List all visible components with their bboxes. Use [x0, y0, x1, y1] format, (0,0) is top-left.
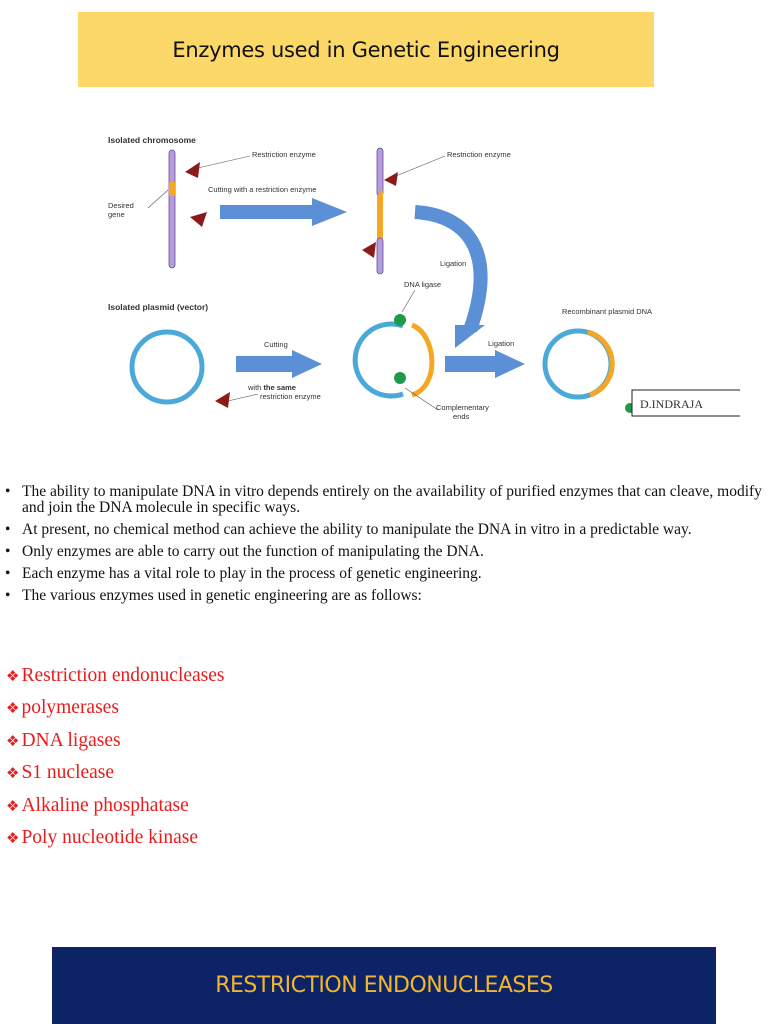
recombinant-insert — [587, 329, 615, 398]
cutting-arrow-2 — [236, 350, 322, 378]
diamond-bullet-icon: ❖ — [6, 828, 20, 847]
dna-ligase-icon — [394, 314, 406, 326]
enzyme-list: ❖Restriction endonucleases ❖polymerases … — [6, 660, 225, 854]
restriction-enzyme-icon — [185, 162, 200, 178]
list-item: •Each enzyme has a vital role to play in… — [5, 565, 482, 582]
title-banner: Enzymes used in Genetic Engineering — [78, 12, 654, 87]
excised-gene — [377, 190, 383, 244]
ligation-label-bottom: Ligation — [488, 339, 514, 348]
desired-gene-label-2: gene — [108, 210, 125, 219]
bullet-list: •The ability to manipulate DNA in vitro … — [0, 484, 768, 610]
desired-gene-pointer — [147, 189, 169, 209]
page-title: Enzymes used in Genetic Engineering — [172, 37, 560, 62]
cut-plasmid — [352, 321, 404, 399]
enzyme-item: ❖Restriction endonucleases — [6, 665, 225, 686]
with-the-same-label: with the same — [247, 383, 296, 392]
restriction-enzyme-icon — [362, 242, 376, 258]
ligation-label-top: Ligation — [440, 259, 466, 268]
restriction-enzyme-icon — [215, 392, 230, 408]
list-item: •At present, no chemical method can achi… — [5, 521, 692, 538]
complementary-ends-label: Complementary — [436, 403, 489, 412]
diamond-bullet-icon: ❖ — [6, 796, 20, 815]
dna-ligase-icon — [394, 372, 406, 384]
enzyme-pointer — [197, 155, 251, 169]
section-heading-banner: RESTRICTION ENDONUCLEASES — [52, 947, 716, 1024]
complementary-pointer — [404, 387, 439, 411]
ligation-arrow — [445, 350, 525, 378]
isolated-plasmid-label: Isolated plasmid (vector) — [108, 302, 208, 312]
recombinant-dna-diagram: Isolated chromosome Desired gene Restric… — [108, 135, 740, 421]
inserted-gene — [410, 322, 435, 398]
ligation-arrowhead — [455, 325, 485, 348]
diamond-bullet-icon: ❖ — [6, 667, 20, 685]
desired-gene-segment — [169, 182, 175, 196]
author-box — [631, 389, 740, 417]
desired-gene-label: Desired — [108, 201, 134, 210]
complementary-ends-label-2: ends — [453, 412, 470, 421]
cutting-arrow — [220, 198, 347, 226]
chromosome-fragment-top — [376, 147, 384, 197]
restriction-enzyme-label: Restriction enzyme — [252, 150, 316, 159]
recombinant-plasmid-label: Recombinant plasmid DNA — [562, 307, 652, 316]
cutting-with-enzyme-label: Cutting with a restriction enzyme — [208, 185, 316, 194]
list-item: •The ability to manipulate DNA in vitro … — [5, 483, 762, 516]
enzyme-pointer-2 — [395, 155, 446, 177]
enzyme-item: ❖polymerases — [6, 697, 119, 719]
chromosome — [168, 149, 176, 269]
author-name: D.INDRAJA — [640, 397, 703, 411]
restriction-enzyme-label-3: restriction enzyme — [260, 392, 321, 401]
restriction-enzyme-icon — [190, 212, 207, 227]
enzyme-item: ❖Alkaline phosphatase — [6, 794, 189, 816]
restriction-enzyme-icon — [384, 172, 398, 186]
isolated-chromosome-label: Isolated chromosome — [108, 135, 196, 145]
enzyme-item: ❖S1 nuclease — [6, 762, 115, 784]
restriction-enzyme-label-2: Restriction enzyme — [447, 150, 511, 159]
section-heading: RESTRICTION ENDONUCLEASES — [215, 973, 553, 998]
diamond-bullet-icon: ❖ — [6, 764, 20, 783]
cutting-label: Cutting — [264, 340, 288, 349]
diamond-bullet-icon: ❖ — [6, 699, 20, 718]
ligase-pointer — [401, 289, 416, 313]
list-item: • Only enzymes are able to carry out the… — [5, 543, 484, 560]
list-item: •The various enzymes used in genetic eng… — [5, 587, 422, 604]
dna-ligase-label: DNA ligase — [404, 280, 441, 289]
enzyme-item: ❖DNA ligases — [6, 729, 121, 751]
enzyme-item: ❖Poly nucleotide kinase — [6, 826, 199, 848]
diamond-bullet-icon: ❖ — [6, 731, 20, 750]
enzyme-pointer-3 — [227, 393, 259, 402]
ligation-curve-arrow — [414, 205, 488, 333]
plasmid-vector — [129, 329, 205, 405]
chromosome-fragment-bottom — [376, 237, 384, 275]
